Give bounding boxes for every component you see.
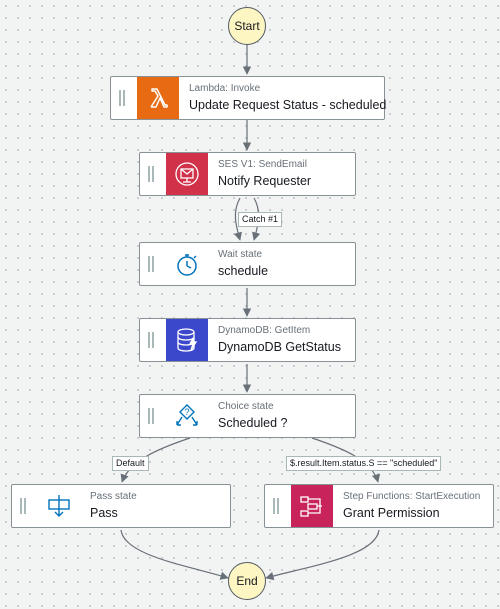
state-type: Step Functions: StartExecution [343,491,481,502]
stopwatch-icon [166,243,208,285]
state-notify-requester[interactable]: SES V1: SendEmail Notify Requester [139,152,356,196]
step-functions-icon [291,485,333,527]
pass-icon [38,485,80,527]
end-node[interactable]: End [228,562,266,600]
edge-choice-to-sfn [311,437,381,483]
email-icon [166,153,208,195]
state-grant-permission[interactable]: Step Functions: StartExecution Grant Per… [264,484,494,528]
edge-label-default: Default [112,456,149,471]
state-type: Wait state [218,249,263,260]
state-update-request-status[interactable]: Lambda: Invoke Update Request Status - s… [110,76,387,120]
state-type: Choice state [218,401,274,412]
state-type: Lambda: Invoke [189,83,261,94]
edge-pass-to-end [120,529,229,580]
edge-label-condition: $.result.Item.status.S == "scheduled" [286,456,442,471]
state-name: schedule [218,264,269,278]
state-name: Pass [90,506,118,520]
drag-handle[interactable] [140,395,166,437]
start-node[interactable]: Start [228,7,266,45]
state-name: Update Request Status - scheduled [189,98,387,112]
lambda-icon [137,77,179,119]
start-label: Start [234,19,260,33]
svg-text:?: ? [184,407,189,417]
state-type: SES V1: SendEmail [218,159,307,170]
state-pass[interactable]: Pass state Pass [11,484,231,528]
state-type: DynamoDB: GetItem [218,325,311,336]
drag-handle[interactable] [111,77,137,119]
drag-handle[interactable] [140,153,166,195]
dynamodb-icon [166,319,208,361]
drag-handle[interactable] [140,319,166,361]
drag-handle[interactable] [12,485,38,527]
state-type: Pass state [90,491,137,502]
drag-handle[interactable] [265,485,291,527]
state-name: Grant Permission [343,506,440,520]
state-name: Scheduled ? [218,416,288,430]
edge-sfn-to-end [265,529,380,581]
end-label: End [236,574,258,588]
edge-label-catch: Catch #1 [238,212,283,227]
edge-ses-to-wait [233,197,242,241]
state-scheduled-choice[interactable]: ? Choice state Scheduled ? [139,394,356,438]
state-schedule[interactable]: Wait state schedule [139,242,356,286]
state-dynamodb-getstatus[interactable]: DynamoDB: GetItem DynamoDB GetStatus [139,318,356,362]
state-name: DynamoDB GetStatus [218,340,341,354]
state-name: Notify Requester [218,174,312,188]
drag-handle[interactable] [140,243,166,285]
choice-icon: ? [166,395,208,437]
edge-choice-to-pass [120,437,191,483]
